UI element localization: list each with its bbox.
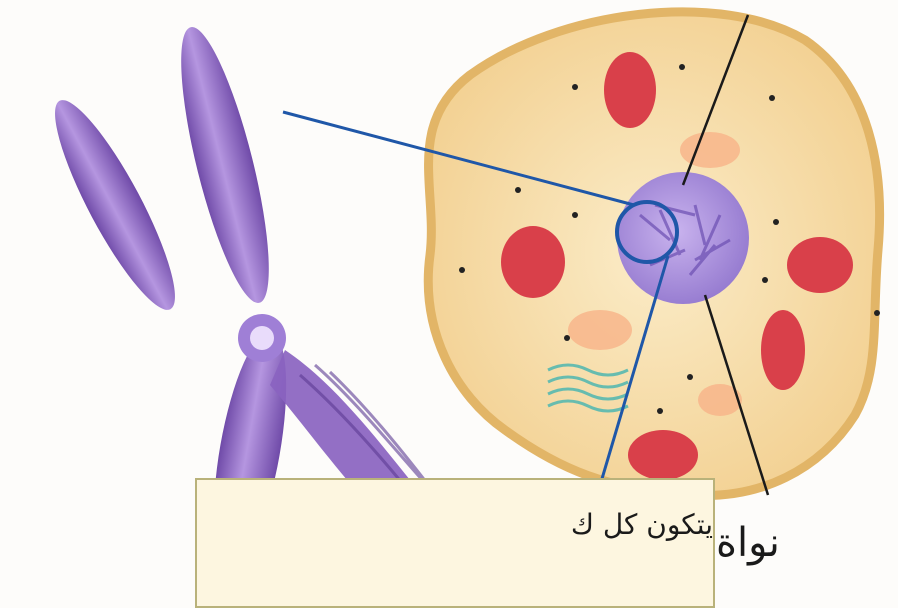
nucleus-figure — [617, 172, 749, 304]
caption-box: يتكون كل ك — [195, 478, 715, 608]
caption-text: يتكون كل ك — [571, 508, 713, 541]
nucleus-label: نواة — [716, 520, 780, 566]
